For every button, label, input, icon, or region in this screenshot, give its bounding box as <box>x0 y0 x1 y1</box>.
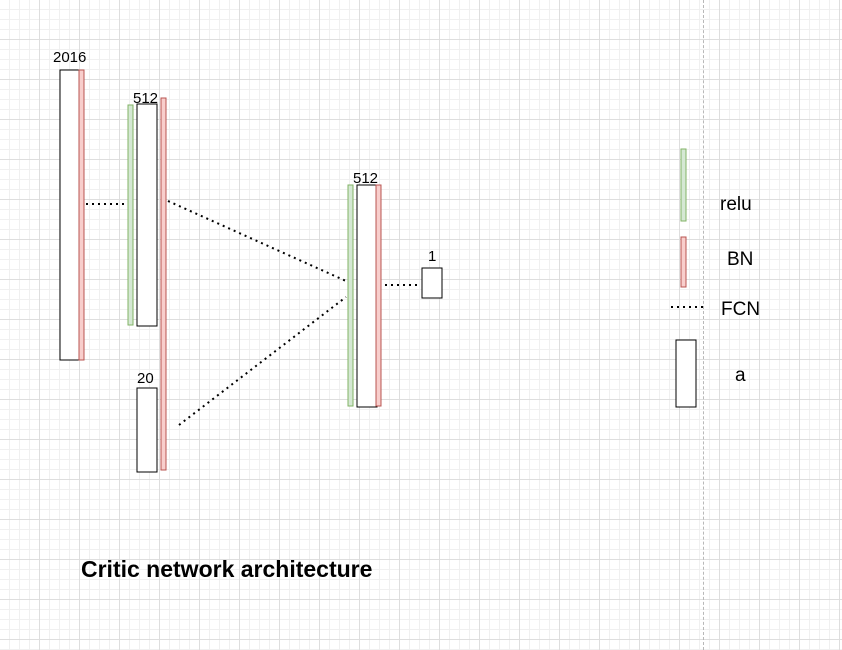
legend-relu-swatch <box>680 148 687 222</box>
hidden2-size-label: 512 <box>353 170 378 187</box>
output-size-label: 1 <box>428 248 436 265</box>
fcn-hidden1-to-hidden2 <box>167 200 347 282</box>
legend-fcn-label: FCN <box>721 299 760 320</box>
hidden1-size-label: 512 <box>133 90 158 107</box>
state-input-block <box>59 69 81 361</box>
hidden2-block <box>356 184 378 408</box>
legend-relu-label: relu <box>720 194 752 215</box>
legend-bn-label: BN <box>727 249 753 270</box>
hidden2-relu-bar <box>347 184 354 407</box>
fcn-action-to-hidden2 <box>178 296 347 426</box>
page-divider <box>703 0 704 650</box>
hidden2-bn-bar <box>375 184 382 407</box>
legend-bn-swatch <box>680 236 687 288</box>
state-input-bn-bar <box>78 69 85 361</box>
output-block <box>421 267 443 299</box>
legend: relu BN FCN a <box>671 148 760 408</box>
legend-a-label: a <box>735 365 746 386</box>
action-input-size-label: 20 <box>137 370 154 387</box>
legend-a-swatch <box>675 339 697 408</box>
diagram-title: Critic network architecture <box>81 556 373 582</box>
state-input-size-label: 2016 <box>53 49 86 66</box>
action-input-block <box>136 387 158 473</box>
hidden1-relu-bar <box>127 104 134 326</box>
hidden1-block <box>136 103 158 327</box>
merge-bn-bar <box>160 97 167 471</box>
